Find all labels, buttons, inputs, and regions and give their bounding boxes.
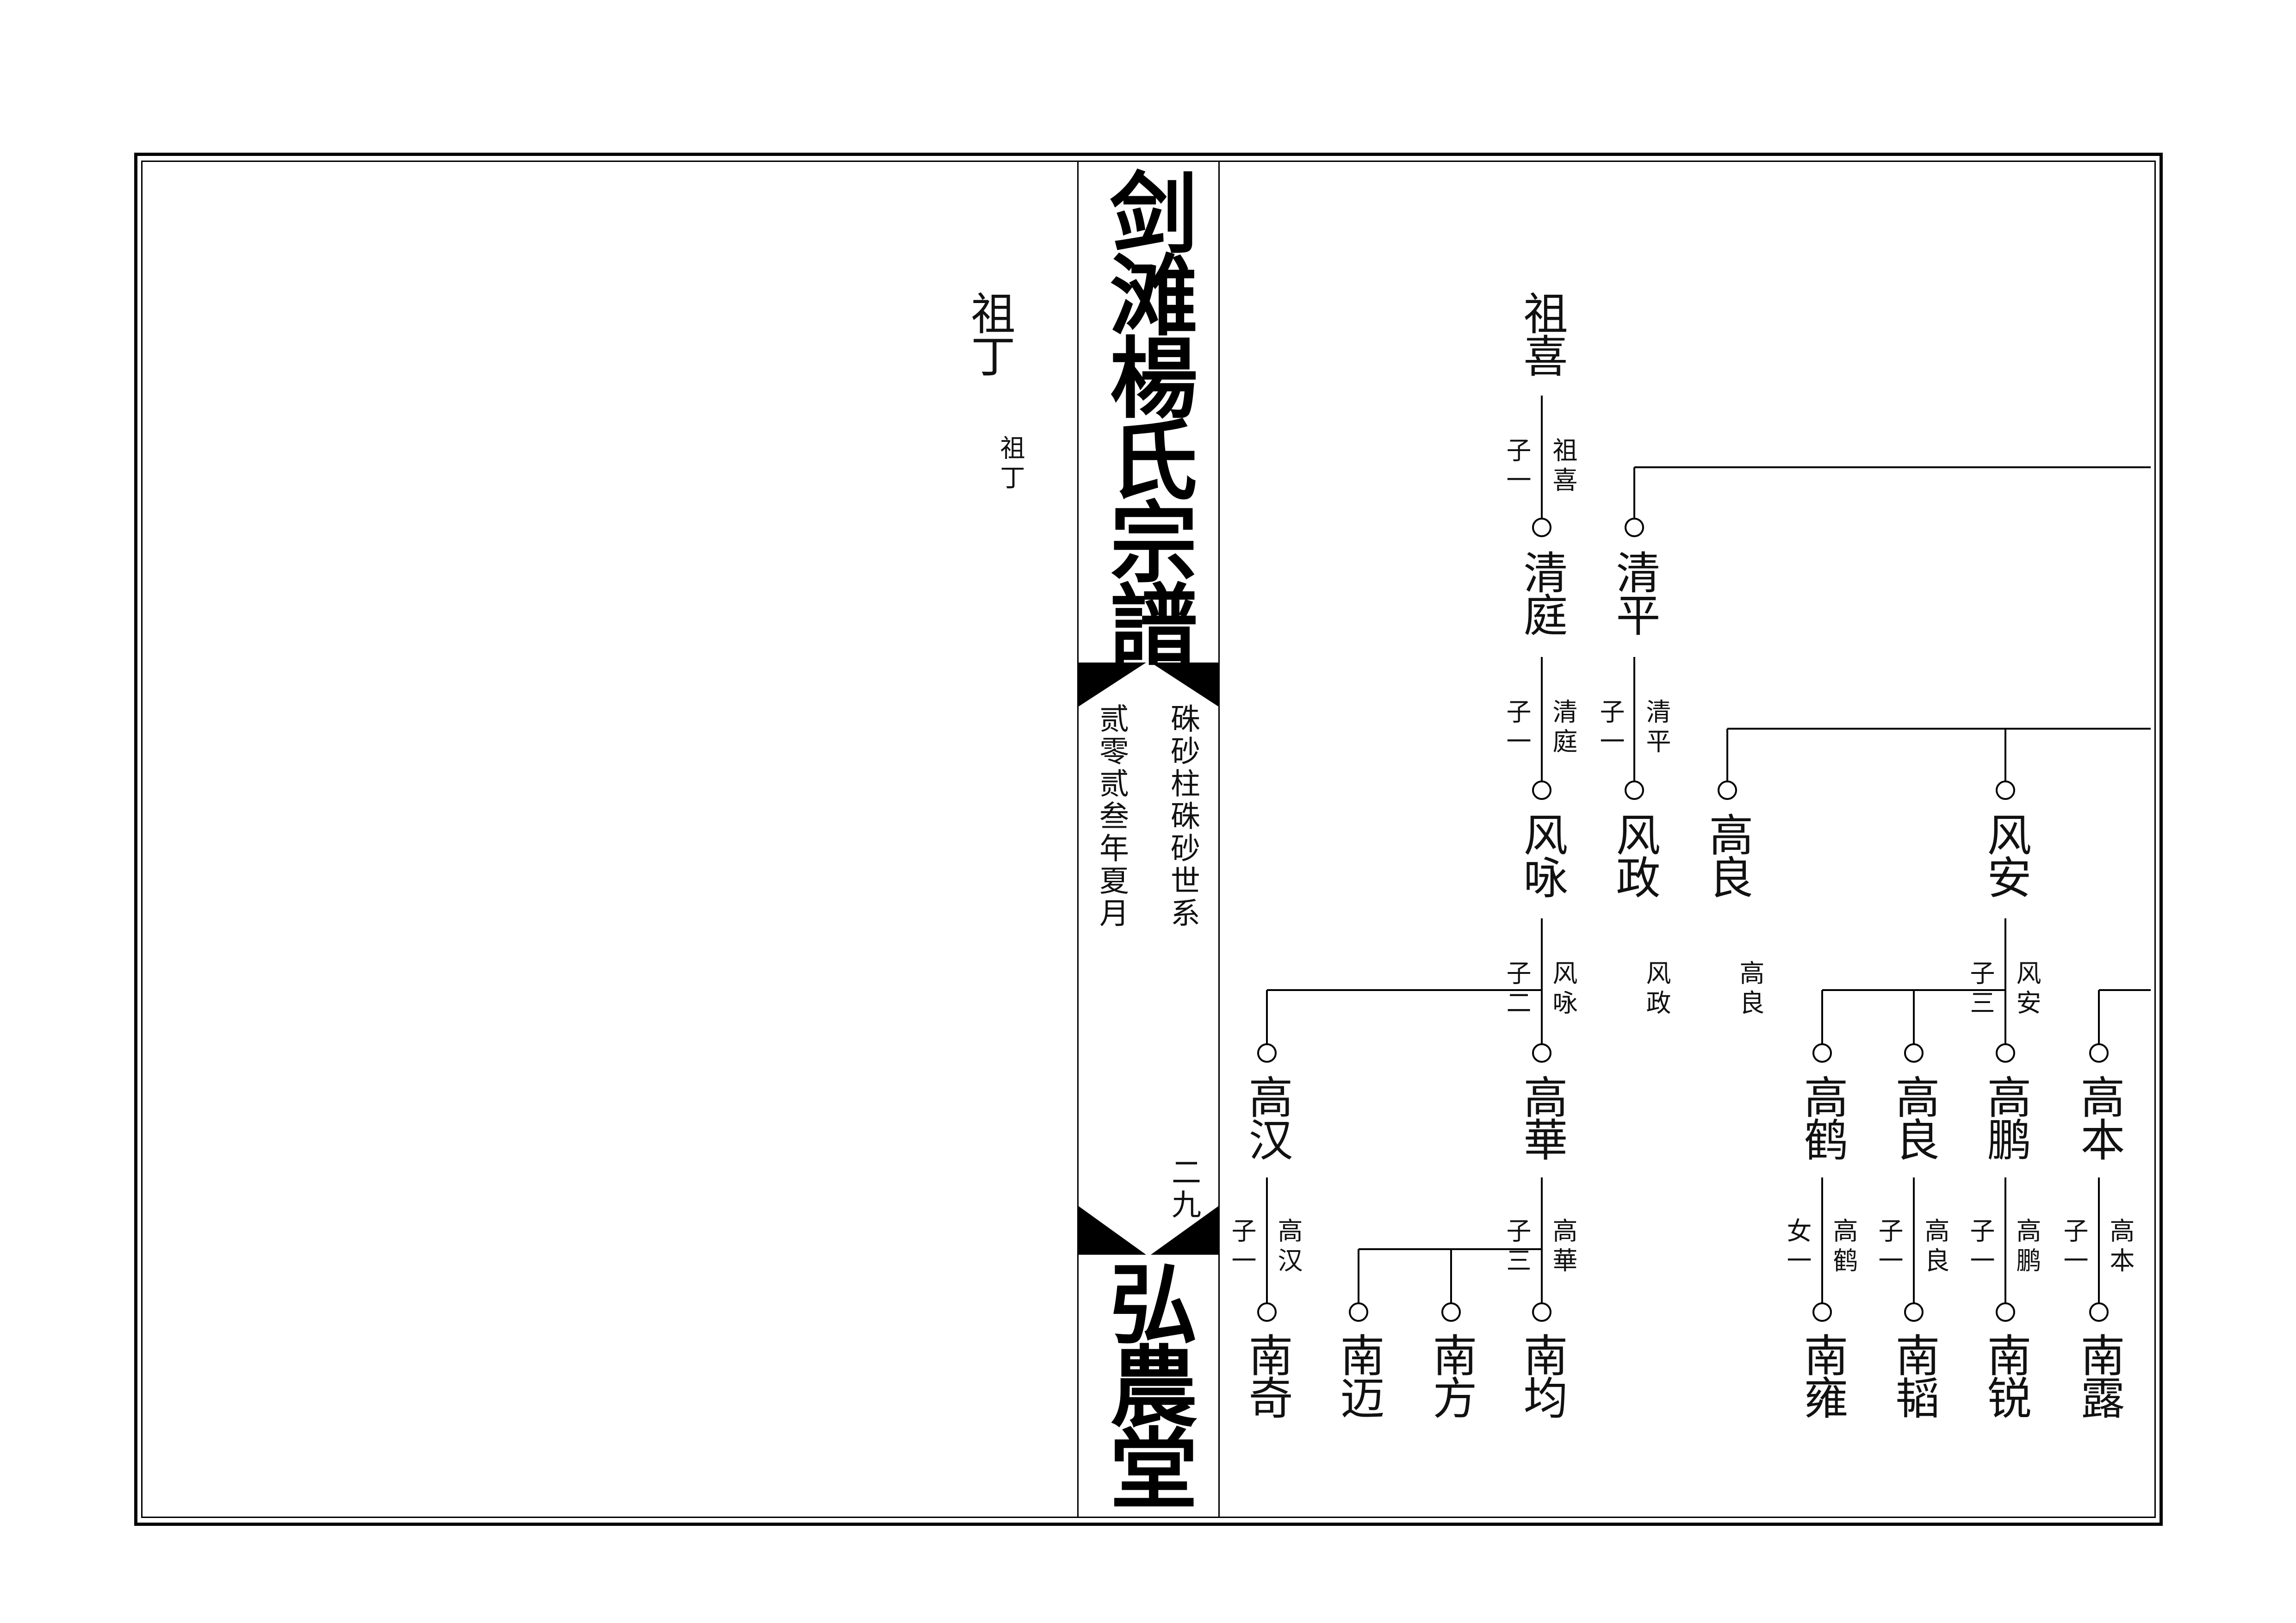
person-name: 南均 [1516, 1332, 1568, 1418]
spine-date: 贰零贰叁年夏月 [1094, 703, 1129, 930]
spine-hall-name: 弘農堂 [1095, 1258, 1198, 1505]
person-name: 高華 [1516, 1074, 1568, 1159]
person-name: 风安 [1980, 812, 2031, 897]
person-name: 高鹤 [1796, 1074, 1848, 1159]
relation-parent-label: 祖喜 [1548, 437, 1577, 496]
person-name: 高本 [2073, 1074, 2125, 1159]
relation-count-label: 子一 [1227, 1218, 1256, 1277]
relation-parent-label: 高汉 [1273, 1218, 1303, 1277]
relation-parent-label: 高華 [1548, 1218, 1577, 1277]
spine-title: 剑滩楊氏宗譜 [1095, 167, 1198, 662]
relation-count-label: 子一 [1502, 699, 1531, 758]
relation-parent-label: 高本 [2105, 1218, 2135, 1277]
left-page-name: 祖丁 [963, 291, 1015, 376]
person-name: 南奇 [1241, 1332, 1293, 1418]
left-page-note: 祖丁 [996, 435, 1025, 494]
relation-parent-label: 高良 [1920, 1218, 1949, 1277]
relation-count-label: 子一 [1874, 1218, 1903, 1277]
book-spine [1077, 161, 1220, 1518]
relation-parent-label: 高鹤 [1829, 1218, 1858, 1277]
person-name: 南韬 [1888, 1332, 1940, 1418]
relation-parent-label: 风安 [2012, 960, 2041, 1019]
person-name: 风政 [1608, 812, 1660, 897]
relation-count-label: 子一 [1966, 1218, 1995, 1277]
person-name: 高良 [1888, 1074, 1940, 1159]
person-name: 清平 [1608, 550, 1660, 635]
relation-parent-label: 高良 [1735, 960, 1764, 1019]
spine-branch: 硃砂柱硃砂世系 [1166, 703, 1200, 930]
relation-count-label: 子三 [1966, 960, 1995, 1019]
person-name: 南锐 [1980, 1332, 2031, 1418]
relation-count-label: 子三 [1502, 1218, 1531, 1277]
spine-page-number: 二九 [1167, 1157, 1201, 1221]
person-name: 风咏 [1516, 812, 1568, 897]
relation-count-label: 子二 [1502, 960, 1531, 1019]
person-name: 高汉 [1241, 1074, 1293, 1159]
person-name: 南迈 [1333, 1332, 1384, 1418]
page-frame-outer [134, 153, 2163, 1526]
relation-parent-label: 清庭 [1548, 699, 1577, 758]
spine-fishtail-marks [1079, 663, 1218, 1255]
relation-parent-label: 风咏 [1548, 960, 1577, 1019]
relation-parent-label: 风政 [1642, 960, 1671, 1019]
person-name: 南方 [1425, 1332, 1477, 1418]
page-frame-inner [141, 161, 2156, 1518]
person-name: 南雍 [1796, 1332, 1848, 1418]
relation-count-label: 子一 [1502, 437, 1531, 496]
relation-count-label: 子一 [2059, 1218, 2088, 1277]
person-name: 高鹏 [1980, 1074, 2031, 1159]
relation-count-label: 女一 [1782, 1218, 1812, 1277]
person-name: 清庭 [1516, 550, 1568, 635]
person-name: 祖喜 [1516, 291, 1568, 376]
person-name: 南露 [2073, 1332, 2125, 1418]
relation-count-label: 子一 [1595, 699, 1625, 758]
person-name: 高良 [1701, 812, 1753, 897]
relation-parent-label: 清平 [1642, 699, 1671, 758]
relation-parent-label: 高鹏 [2012, 1218, 2041, 1277]
